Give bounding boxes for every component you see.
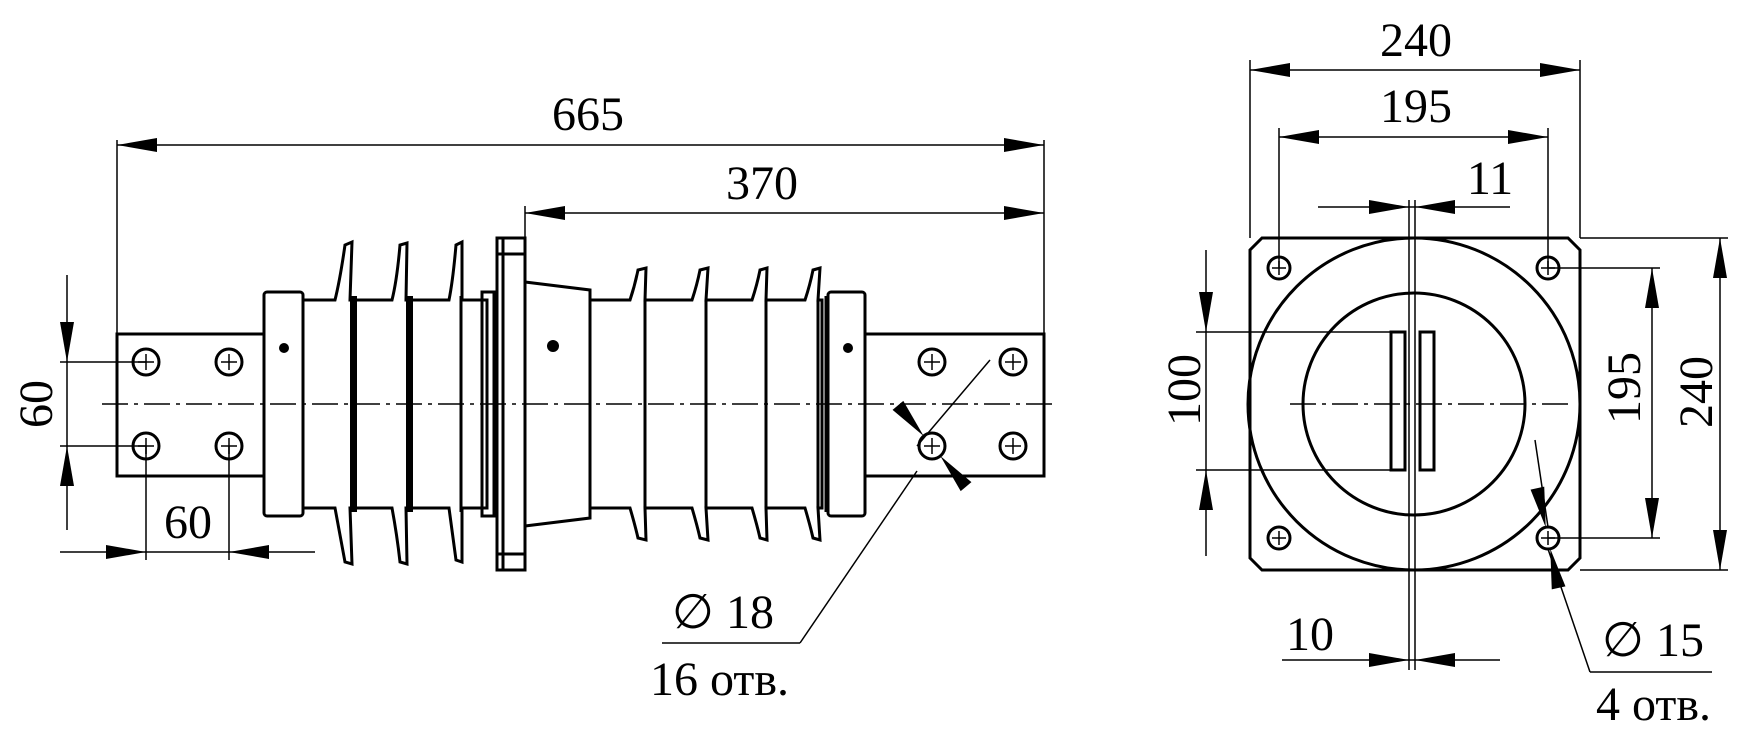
dim-240-top-label: 240 [1380, 14, 1452, 67]
dim-195-right: 195 [1548, 267, 1660, 539]
outer-circle [1246, 236, 1582, 572]
hole-15-symbol: ∅ [1602, 614, 1644, 667]
hole-18-label: 18 [726, 586, 774, 639]
hole-18-count: 16 отв. [650, 653, 789, 706]
slot-left [1389, 330, 1407, 472]
dim-60-horizontal: 60 [60, 446, 315, 560]
end-flange [1248, 236, 1582, 572]
dim-240-top: 240 [1249, 14, 1581, 238]
dim-370-label: 370 [726, 157, 798, 210]
hole-15-count: 4 отв. [1596, 678, 1711, 731]
dim-100-label: 100 [1158, 354, 1211, 426]
dim-195-top-label: 195 [1380, 80, 1452, 133]
dim-240-right-label: 240 [1670, 356, 1723, 428]
flange-holes [1266, 255, 1561, 551]
right-terminal-plate [860, 332, 1046, 478]
dim-10: 10 [1282, 608, 1500, 667]
dim-665: 665 [117, 88, 1044, 152]
dim-665-label: 665 [552, 88, 624, 141]
leader-hole-18: ∅ 18 16 отв. [650, 359, 991, 706]
dim-60-horizontal-label: 60 [164, 496, 212, 549]
leader-hole-15: ∅ 15 4 отв. [1530, 439, 1712, 731]
dim-100: 100 [1158, 250, 1405, 556]
dim-195-top: 195 [1278, 80, 1549, 268]
hole-18-symbol: ∅ [672, 586, 714, 639]
dim-370: 370 [525, 157, 1044, 220]
dim-60-vertical-label: 60 [10, 380, 63, 428]
dim-60-vertical: 60 [10, 275, 146, 530]
end-view: 240 195 11 100 [1158, 14, 1728, 731]
left-terminal-plate [115, 332, 269, 478]
dim-10-label: 10 [1286, 608, 1334, 661]
dim-240-right: 240 [1580, 237, 1728, 571]
side-view: 665 370 60 60 [10, 88, 1058, 706]
dim-195-right-label: 195 [1598, 352, 1651, 424]
slot-right [1418, 330, 1436, 472]
dim-11: 11 [1318, 152, 1513, 214]
dim-11-label: 11 [1467, 152, 1513, 205]
hole-15-label: 15 [1656, 614, 1704, 667]
left-insulator-body [303, 239, 496, 567]
